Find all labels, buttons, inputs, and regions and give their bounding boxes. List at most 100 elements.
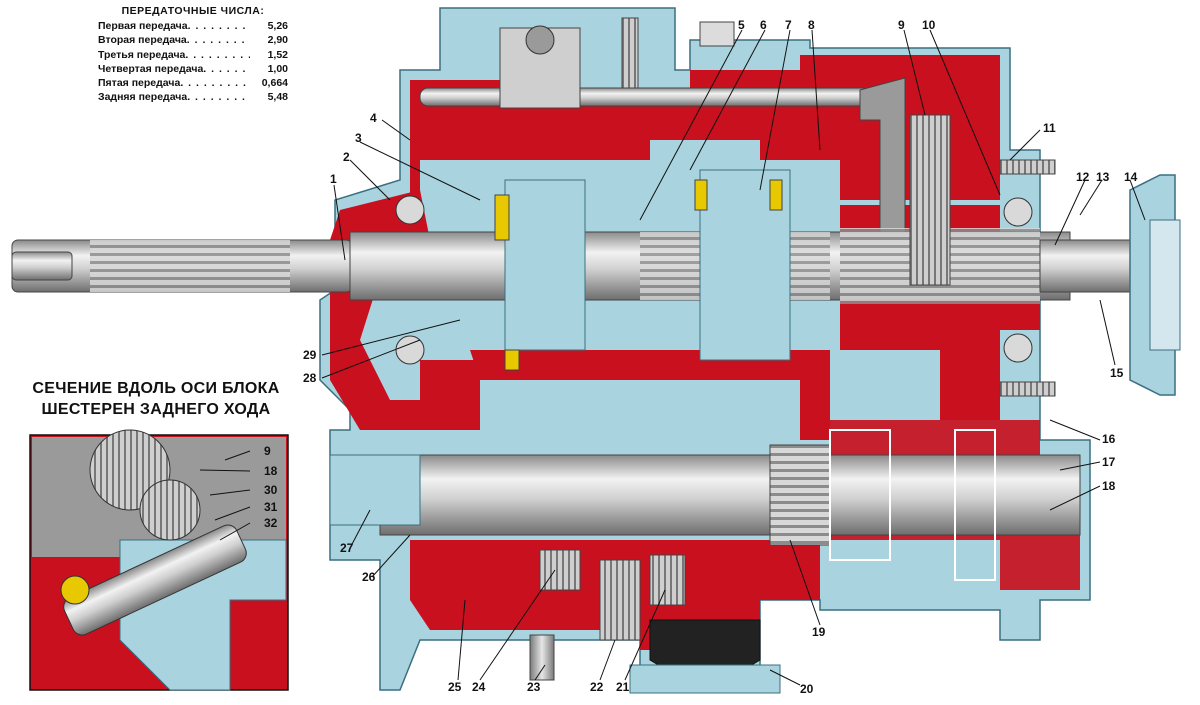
shift-fork-block: [499, 27, 581, 109]
detent-spring: [621, 17, 639, 89]
callout-3: 3: [355, 131, 362, 145]
callout-20: 20: [800, 682, 814, 696]
callout-19: 19: [812, 625, 826, 639]
inset-callout-18: 18: [264, 464, 278, 478]
ratio-dot-leader: [188, 19, 250, 33]
synchro-ring-a: [494, 194, 510, 241]
inset-shaft: [63, 524, 247, 636]
ratio-row: Первая передача 5,26: [98, 19, 288, 33]
ratio-row: Вторая передача 2,90: [98, 33, 288, 47]
gear-22: [599, 559, 641, 641]
callout-9: 9: [898, 18, 905, 32]
ratio-name: Пятая передача: [98, 77, 181, 90]
callout-18: 18: [1102, 479, 1116, 493]
inset-reverse-section: [29, 429, 289, 691]
inset-section-title-line1: СЕЧЕНИЕ ВДОЛЬ ОСИ БЛОКА: [32, 380, 280, 397]
ratio-value: 1,52: [267, 48, 288, 61]
bearing-rear-top: [1003, 197, 1033, 227]
bearing-rear-bottom: [1003, 333, 1033, 363]
callout-12: 12: [1076, 170, 1090, 184]
callout-21: 21: [616, 680, 630, 694]
countershaft-left-end: [329, 454, 421, 526]
ratio-dot-leader: [187, 90, 250, 104]
callout-26: 26: [362, 570, 376, 584]
top-plug: [699, 21, 735, 47]
ratio-dot-leader: [185, 48, 250, 62]
callout-28: 28: [303, 371, 317, 385]
shift-rail: [419, 87, 871, 107]
ratio-value: 5,48: [267, 91, 288, 104]
synchro-ring-b: [694, 179, 708, 211]
plug-23: [529, 634, 555, 681]
synchro-hub-left: [504, 179, 586, 351]
drain-plug-base: [629, 664, 781, 694]
bolt-16: [999, 381, 1056, 397]
ratio-name: Четвертая передача: [98, 62, 204, 75]
ratio-name: Задняя передача: [98, 91, 188, 104]
gear-ratios-title: ПЕРЕДАТОЧНЫЕ ЧИСЛА:: [121, 5, 265, 17]
callout-24: 24: [472, 680, 486, 694]
callout-4: 4: [370, 111, 377, 125]
inset-callout-30: 30: [264, 483, 278, 497]
ratio-dot-leader: [203, 62, 250, 76]
ratio-value: 5,26: [267, 20, 288, 33]
gear-24: [539, 549, 581, 591]
bearing-input-top: [395, 195, 425, 225]
callout-13: 13: [1096, 170, 1110, 184]
input-shaft-spline: [90, 240, 290, 292]
callout-15: 15: [1110, 366, 1124, 380]
inset-section-title: СЕЧЕНИЕ ВДОЛЬ ОСИ БЛОКА ШЕСТЕРЕН ЗАДНЕГО…: [22, 378, 290, 420]
reverse-gear-outline-b: [954, 429, 996, 581]
callout-22: 22: [590, 680, 604, 694]
callout-16: 16: [1102, 432, 1116, 446]
bearing-input-bottom: [395, 335, 425, 365]
inset-gear-lower: [139, 479, 201, 541]
housing-red-middle: [470, 350, 830, 440]
countershaft: [379, 454, 1081, 536]
shift-fork-hole: [525, 25, 555, 55]
countershaft-gear-block: [769, 444, 831, 546]
callout-25: 25: [448, 680, 462, 694]
synchro-ring-c: [769, 179, 783, 211]
ratio-value: 2,90: [267, 34, 288, 47]
gear-ratios-table: ПЕРЕДАТОЧНЫЕ ЧИСЛА: Первая передача 5,26…: [98, 4, 288, 104]
ratio-row: Четвертая передача 1,00: [98, 62, 288, 76]
bolt-11: [999, 159, 1056, 175]
ratio-row: Третья передача 1,52: [98, 48, 288, 62]
inset-callout-9: 9: [264, 444, 271, 458]
ratio-name: Вторая передача: [98, 34, 187, 47]
ratio-row: Пятая передача 0,664: [98, 76, 288, 90]
drain-plug: [649, 619, 761, 673]
ratio-name: Третья передача: [98, 48, 186, 61]
ratio-name: Первая передача: [98, 20, 188, 33]
ratio-dot-leader: [187, 33, 250, 47]
callout-17: 17: [1102, 455, 1116, 469]
inset-callout-32: 32: [264, 516, 278, 530]
inset-callout-31: 31: [264, 500, 278, 514]
gear-21: [649, 554, 686, 606]
input-shaft-tip: [11, 251, 73, 281]
callout-10: 10: [922, 18, 936, 32]
callout-23: 23: [527, 680, 541, 694]
callout-7: 7: [785, 18, 792, 32]
callout-5: 5: [738, 18, 745, 32]
synchro-ring-d: [504, 349, 520, 371]
callout-6: 6: [760, 18, 767, 32]
callout-14: 14: [1124, 170, 1138, 184]
inset-section-title-line2: ШЕСТЕРЕН ЗАДНЕГО ХОДА: [41, 401, 271, 418]
callout-29: 29: [303, 348, 317, 362]
reverse-gear-outline-a: [829, 429, 891, 561]
callout-1: 1: [330, 172, 337, 186]
gear-9: [909, 114, 951, 286]
callout-27: 27: [340, 541, 354, 555]
ratio-value: 1,00: [267, 62, 288, 75]
ratio-value: 0,664: [261, 77, 288, 90]
flange-hub: [1149, 219, 1181, 351]
ratio-dot-leader: [180, 76, 250, 90]
ratio-row: Задняя передача 5,48: [98, 90, 288, 104]
callout-8: 8: [808, 18, 815, 32]
callout-11: 11: [1043, 121, 1056, 135]
leader-lines: [199, 29, 1146, 686]
